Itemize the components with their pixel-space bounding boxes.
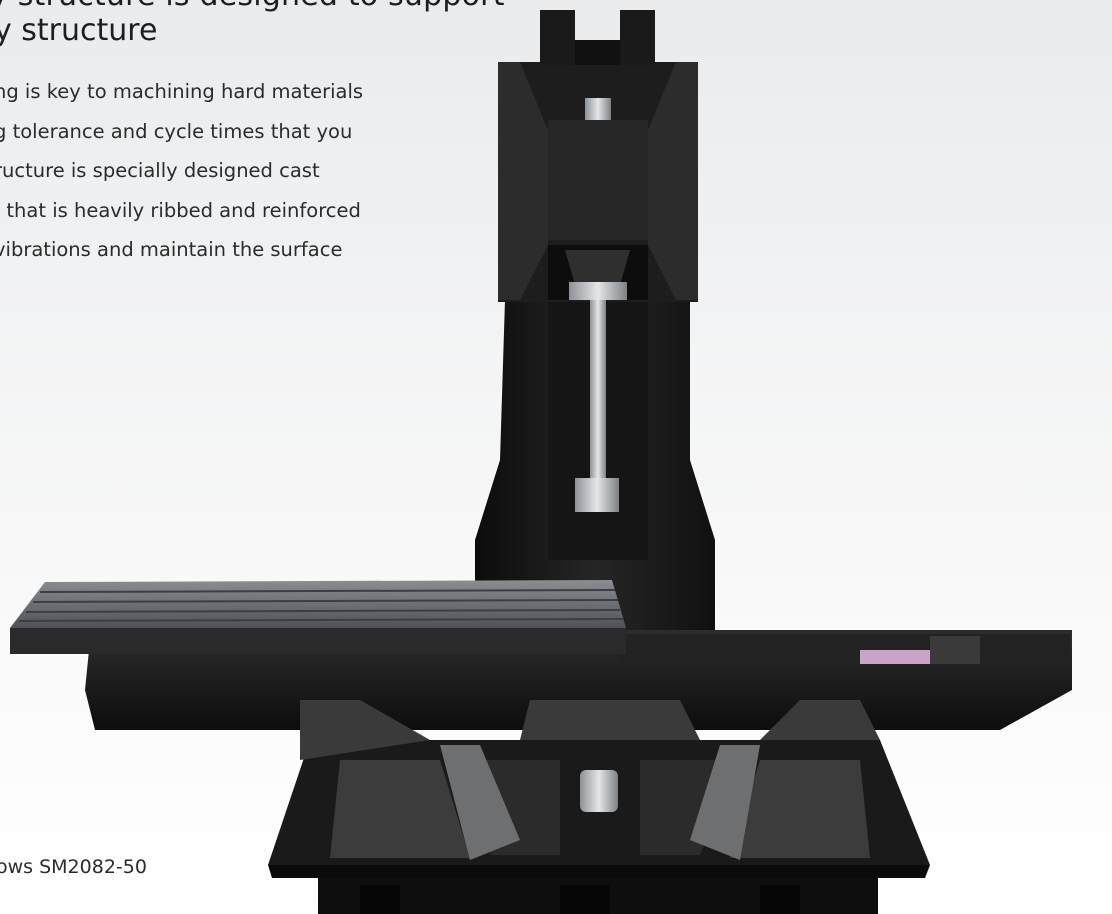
paragraph-line: ng is key to machining hard materials	[0, 80, 364, 103]
cropped-heading-text: y structure is designed to support	[0, 0, 505, 12]
ball-screw	[569, 98, 627, 512]
paragraph-line: ructure is specially designed cast	[0, 159, 320, 182]
paragraph-line: . that is heavily ribbed and reinforced	[0, 198, 361, 222]
machine-base	[268, 740, 930, 914]
paragraph-line: vibrations and maintain the surface	[0, 238, 343, 261]
description-paragraph: ng is key to machining hard materials g …	[0, 72, 474, 270]
section-heading: y structure	[0, 13, 158, 48]
work-table	[10, 580, 626, 654]
paragraph-line: g tolerance and cycle times that you	[0, 119, 353, 143]
figure-caption: ows SM2082-50	[0, 856, 147, 878]
cropped-heading-line: y structure is designed to support	[0, 0, 520, 12]
